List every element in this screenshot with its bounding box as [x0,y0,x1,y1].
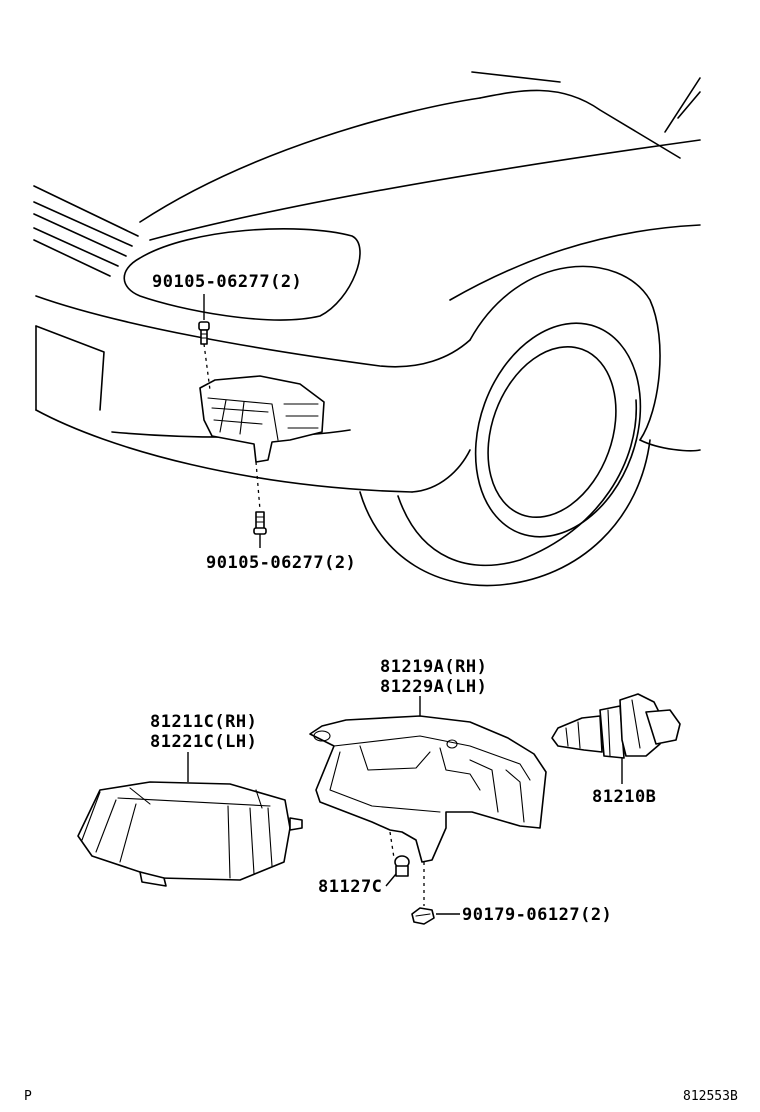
callout-labels: 90105-06277(2) 90105-06277(2) 81219A(RH)… [150,272,656,925]
label-bulb: 81210B [592,787,656,807]
label-bolt-lower: 90105-06277(2) [206,553,356,573]
label-lens-rh: 81211C(RH) [150,712,257,732]
bolt-lower [253,461,267,548]
label-bolt-upper: 90105-06277(2) [152,272,302,292]
label-socket: 81127C [318,877,382,897]
car-body-illustration [33,71,701,587]
bolt-upper [198,321,211,391]
label-housing-rh: 81219A(RH) [380,657,487,677]
fog-lamp-bulb [551,693,681,784]
fog-lamp-housing [309,696,547,863]
label-lens-lh: 81221C(LH) [150,732,257,752]
bulb-socket [385,855,410,887]
figure-id: 812553B [683,1089,738,1104]
installed-fog-lamp [199,375,325,463]
label-housing-lh: 81229A(LH) [380,677,487,697]
label-nut: 90179-06127(2) [462,905,612,925]
housing-fastener-lines [389,831,425,906]
footer-left-code: P [24,1089,32,1104]
clip-nut [411,907,460,925]
fog-lamp-lens [77,752,303,887]
